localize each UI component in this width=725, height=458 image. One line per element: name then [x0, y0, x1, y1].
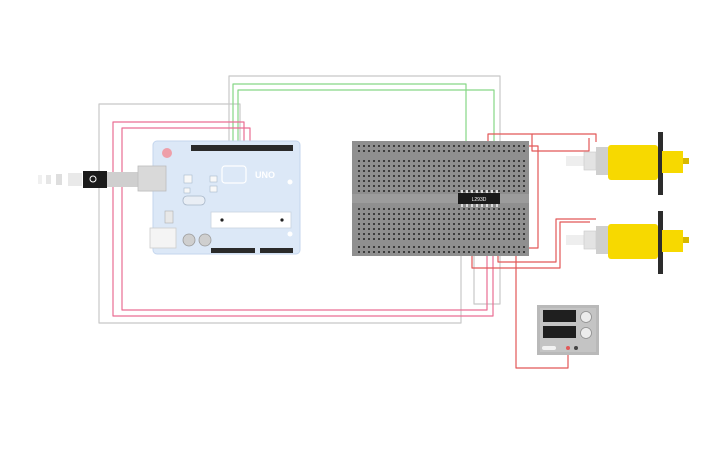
dc-motor-icon[interactable]: [566, 132, 689, 195]
board-model-label: UNO: [255, 170, 275, 180]
analog-header: [260, 248, 293, 253]
usb-jack: [137, 165, 167, 192]
wire-red-motor2-b[interactable]: [497, 218, 596, 263]
wire-red-motor1-a[interactable]: [487, 133, 590, 152]
wire-red-power-pos[interactable]: [515, 245, 569, 369]
ic-pins: [461, 190, 498, 207]
microcontroller-chip: [210, 211, 292, 229]
wire-red-motor2-a[interactable]: [471, 221, 590, 269]
wire-pink-1[interactable]: [112, 121, 494, 317]
wire-red-motor1-b[interactable]: [532, 133, 597, 142]
power-supply-icon[interactable]: [537, 305, 599, 355]
power-header: [211, 248, 255, 253]
arduino-uno-board[interactable]: UNO: [137, 140, 301, 255]
voltage-display: [543, 310, 576, 322]
power-switch[interactable]: [542, 346, 556, 350]
motor-driver-ic[interactable]: L293D: [458, 190, 500, 207]
reset-button[interactable]: [162, 148, 172, 158]
breadboard[interactable]: [352, 141, 529, 256]
current-display: [543, 326, 576, 338]
power-jack: [149, 227, 177, 249]
current-knob[interactable]: [580, 327, 592, 339]
ic-label: L293D: [472, 197, 487, 203]
breadboard-holes: [358, 145, 525, 253]
dc-motor-icon[interactable]: [566, 211, 689, 274]
voltage-knob[interactable]: [580, 311, 592, 323]
digital-header: [191, 145, 293, 151]
wire-green-2[interactable]: [237, 89, 495, 162]
wire-pink-2[interactable]: [121, 127, 488, 311]
wire-green-1[interactable]: [232, 83, 467, 162]
